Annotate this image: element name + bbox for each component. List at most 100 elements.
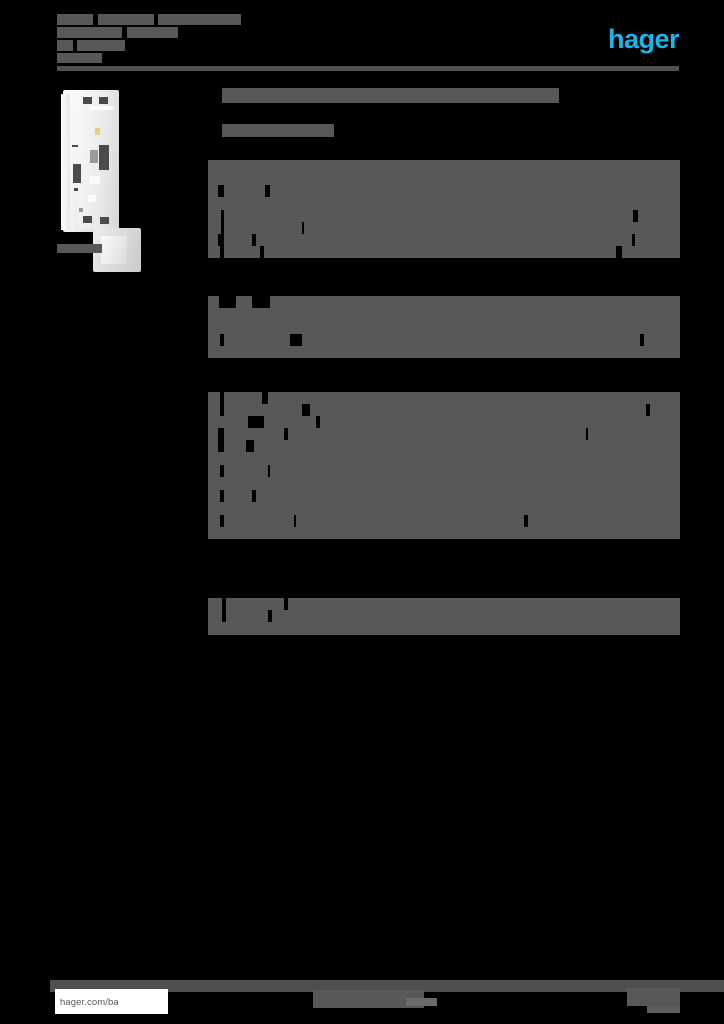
- hager-logo: hager: [607, 24, 680, 54]
- table-cell-block: [224, 465, 268, 477]
- table-cell-block: [224, 246, 260, 258]
- page-footer: hager.com/ba: [0, 984, 724, 1024]
- table-cell-block: [644, 334, 680, 346]
- table-cell-block: [208, 197, 680, 210]
- footer-url-text[interactable]: hager.com/ba: [60, 997, 119, 1008]
- footer-url-box[interactable]: hager.com/ba: [55, 989, 168, 1014]
- header-title-block: [127, 27, 178, 38]
- table-cell-block: [208, 308, 680, 321]
- table-row: [208, 622, 680, 635]
- table-row: [208, 296, 680, 308]
- device-connector: [99, 145, 109, 170]
- table-cell-block: [224, 334, 290, 346]
- table-cell-block: [208, 392, 220, 404]
- table-cell-block: [226, 598, 284, 610]
- device-left-edge: [61, 94, 70, 230]
- table-cell-block: [208, 346, 680, 358]
- table-cell-block: [224, 185, 265, 197]
- footer-center-secondary-block: [406, 998, 437, 1006]
- table-cell-block: [622, 246, 680, 258]
- table-cell-block: [208, 296, 219, 308]
- table-cell-block: [272, 610, 680, 622]
- table-cell-block: [264, 416, 316, 428]
- table-cell-block: [224, 440, 246, 452]
- table-row: [208, 404, 680, 416]
- table-row: [208, 452, 680, 465]
- table-cell-block: [256, 490, 680, 502]
- device-indicator: [95, 128, 100, 135]
- table-row: [208, 502, 680, 515]
- table-row: [208, 392, 680, 404]
- table-cell-block: [288, 598, 680, 610]
- table-cell-block: [224, 160, 284, 172]
- table-cell-block: [208, 428, 218, 440]
- table-cell-block: [208, 502, 680, 515]
- table-cell-block: [296, 515, 524, 527]
- device-accessory-detail: [101, 236, 127, 264]
- table-cell-block: [208, 210, 221, 222]
- product-figure: [57, 88, 177, 272]
- device-port: [72, 145, 78, 147]
- footer-page-number-secondary-block: [647, 1006, 680, 1013]
- page-subtitle-block: [222, 124, 334, 137]
- device-label-strip: [89, 106, 113, 110]
- table-cell-block: [224, 428, 284, 440]
- header-title-block: [57, 14, 93, 25]
- table-cell-block: [208, 404, 220, 416]
- table-cell-block: [236, 296, 252, 308]
- page-title-block: [222, 88, 559, 103]
- table-row: [208, 477, 680, 490]
- header-subtitle-block: [77, 40, 125, 51]
- table-cell-block: [270, 465, 680, 477]
- table-cell-block: [208, 527, 680, 539]
- table-row: [208, 440, 680, 452]
- table-cell-block: [208, 416, 248, 428]
- footer-divider: [50, 980, 724, 992]
- table-row: [208, 197, 680, 210]
- table-cell-block: [264, 246, 616, 258]
- table-cell-block: [224, 515, 294, 527]
- table-cell-block: [302, 334, 640, 346]
- product-photo: [57, 88, 147, 272]
- table-row: [208, 527, 680, 539]
- table-row: [208, 246, 680, 258]
- table-cell-block: [284, 160, 680, 172]
- table-cell-block: [264, 210, 633, 222]
- table-row: [208, 234, 680, 246]
- device-bus-connector: [90, 176, 100, 184]
- header-divider: [57, 66, 679, 71]
- table-row: [208, 598, 680, 610]
- table-cell-block: [268, 392, 680, 404]
- table-cell-block: [254, 440, 680, 452]
- main-content: [208, 88, 680, 137]
- table-cell-block: [208, 440, 218, 452]
- table-cell-block: [208, 610, 222, 622]
- table-cell-block: [208, 321, 680, 334]
- page-header: hager: [57, 14, 680, 70]
- table-cell-block: [528, 515, 680, 527]
- table-cell-block: [320, 416, 680, 428]
- table-cell-block: [270, 296, 680, 308]
- table-row: [208, 185, 680, 197]
- table-row: [208, 465, 680, 477]
- device-button: [88, 195, 96, 202]
- header-title-block: [57, 27, 122, 38]
- table-cell-block: [208, 234, 218, 246]
- footer-center-block: [313, 990, 424, 1008]
- table-cell-block: [226, 610, 268, 622]
- table-cell-block: [304, 222, 680, 234]
- table-cell-block: [208, 452, 680, 465]
- table-cell-block: [256, 234, 632, 246]
- table-cell-block: [310, 404, 646, 416]
- device-terminal: [100, 217, 109, 224]
- table-cell-block: [208, 490, 220, 502]
- table-row: [208, 210, 680, 222]
- table-row: [208, 610, 680, 622]
- table-row: [208, 416, 680, 428]
- table-cell-block: [208, 185, 218, 197]
- table-row: [208, 308, 680, 321]
- table-row: [208, 515, 680, 527]
- table-row: [208, 160, 680, 172]
- device-terminal: [83, 216, 92, 223]
- table-cell-block: [208, 222, 221, 234]
